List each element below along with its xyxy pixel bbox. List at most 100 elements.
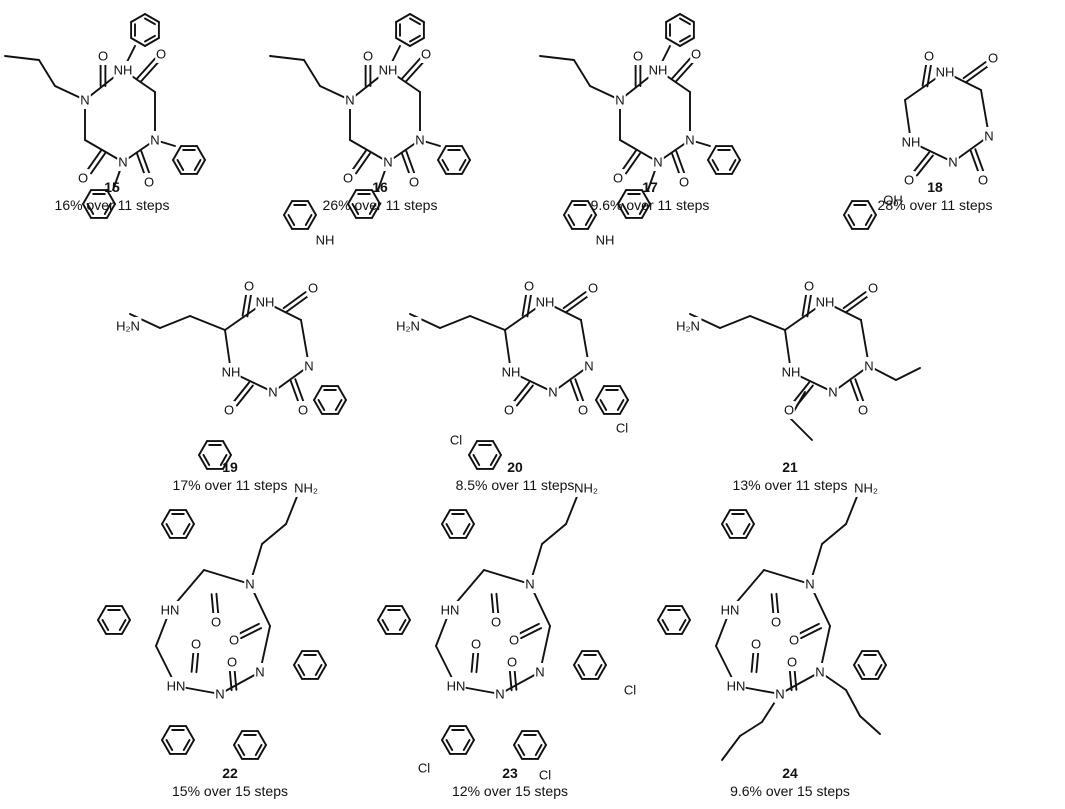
ring-bond	[707, 145, 717, 161]
ring-bond	[843, 200, 853, 216]
carbonyl-bond	[793, 666, 798, 691]
phenyl-icon	[313, 385, 347, 415]
carbonyl-bond	[965, 64, 990, 83]
ring-bond	[665, 13, 681, 23]
atom-label-background	[547, 383, 559, 401]
carbonyl-bond	[135, 151, 146, 176]
ring-bond	[337, 385, 347, 401]
ring-bond	[499, 671, 541, 695]
ring-nitrogen: N	[245, 577, 254, 592]
bond-layer	[4, 13, 990, 761]
ring-bond	[853, 664, 863, 680]
ring-amide: NH	[649, 63, 668, 78]
carbonyl-bond	[210, 593, 215, 618]
aminobutyl-chain	[303, 59, 321, 87]
carbonyl-oxygen: O	[679, 175, 689, 190]
compound-yield: 17% over 11 steps	[173, 477, 288, 493]
ring-bond	[468, 454, 478, 470]
aromatic-bond	[534, 744, 543, 756]
carbonyl-bond	[806, 291, 813, 318]
carbonyl-bond	[854, 378, 865, 403]
carbonyl-bond	[912, 151, 931, 174]
aromatic-bond	[409, 17, 421, 26]
atom-label-background	[947, 153, 959, 171]
aromatic-bond	[398, 619, 407, 631]
atom-label-background	[788, 631, 800, 649]
aminobutyl-chain	[719, 315, 751, 329]
atom-label-background	[690, 45, 702, 63]
aromatic-bond	[567, 214, 576, 226]
ring-bond	[347, 189, 357, 205]
aminobutyl-chain	[821, 523, 847, 545]
ring-bond	[952, 135, 990, 163]
carbonyl-bond	[282, 291, 307, 310]
atom-label-background	[344, 91, 356, 109]
ring-amide: NH	[816, 295, 835, 310]
carbonyl-bond	[675, 150, 686, 175]
atom-label-background	[113, 61, 133, 79]
carbonyl-bond	[926, 61, 933, 88]
atom-label-background	[414, 759, 434, 777]
ring-bond	[779, 671, 821, 695]
ring-nitrogen: N	[80, 93, 89, 108]
atom-label-background	[583, 357, 595, 375]
ring-bond	[461, 145, 471, 161]
ring-bond	[441, 739, 451, 755]
carbonyl-bond	[495, 592, 500, 617]
atom-label-background	[648, 61, 668, 79]
compound-yield: 13% over 11 steps	[733, 477, 848, 493]
ring-nitrogen: N	[215, 687, 224, 702]
carbonyl-oxygen: O	[771, 615, 781, 630]
atom-label-background	[408, 173, 420, 191]
carbonyl-bond	[521, 290, 528, 317]
atom-label-background	[244, 575, 256, 593]
ring-nitrogen: N	[584, 359, 593, 374]
atom-label-background	[501, 363, 521, 381]
atom-label-background	[815, 293, 835, 311]
carbonyl-oxygen: O	[191, 637, 201, 652]
carbonyl-bond	[797, 622, 820, 635]
ring-bond	[161, 739, 171, 755]
carbonyl-bond	[190, 648, 195, 673]
ring-bond	[172, 145, 182, 161]
aromatic-bond	[297, 664, 306, 676]
ring-amide: HN	[447, 679, 466, 694]
atom-label-background	[297, 401, 309, 419]
ring-bond	[121, 619, 131, 635]
atom-label-background	[508, 631, 520, 649]
carbonyl-bond	[800, 627, 823, 640]
butyl-chain	[845, 689, 861, 717]
atom-label-background	[720, 601, 740, 619]
ring-bond	[97, 605, 107, 621]
aminobutyl-chain	[409, 313, 441, 329]
atom-label-background	[446, 431, 466, 449]
aromatic-bond	[118, 619, 127, 631]
chlorine: Cl	[616, 421, 628, 436]
carbonyl-bond	[574, 378, 585, 403]
carbonyl-bond	[915, 154, 934, 177]
atom-label-background	[814, 663, 826, 681]
carbonyl-oxygen: O	[211, 615, 221, 630]
amine: NH₂	[574, 481, 598, 496]
ring-amide: NH	[502, 365, 521, 380]
chlorophenyl-icon	[441, 725, 475, 755]
chlorine: Cl	[539, 768, 551, 783]
butyl-chain	[739, 721, 763, 737]
ring-amide: NH	[902, 135, 921, 150]
ring-bond	[563, 214, 573, 230]
atom-label-background	[867, 279, 879, 297]
carbonyl-oxygen: O	[227, 655, 237, 670]
phenyl-icon	[721, 509, 755, 539]
ring-bond	[441, 523, 451, 539]
atom-label-background	[535, 293, 555, 311]
aminobutyl-chain	[565, 493, 579, 525]
carbonyl-bond	[289, 379, 300, 404]
aromatic-bond	[678, 619, 687, 631]
aminobutyl-chain	[4, 55, 40, 61]
ring-nitrogen: N	[948, 155, 957, 170]
atom-label-background	[494, 685, 506, 703]
amine: H₂N	[116, 319, 140, 334]
ring-bond	[721, 509, 731, 525]
atom-label-background	[362, 47, 374, 65]
ring-bond	[537, 744, 547, 760]
